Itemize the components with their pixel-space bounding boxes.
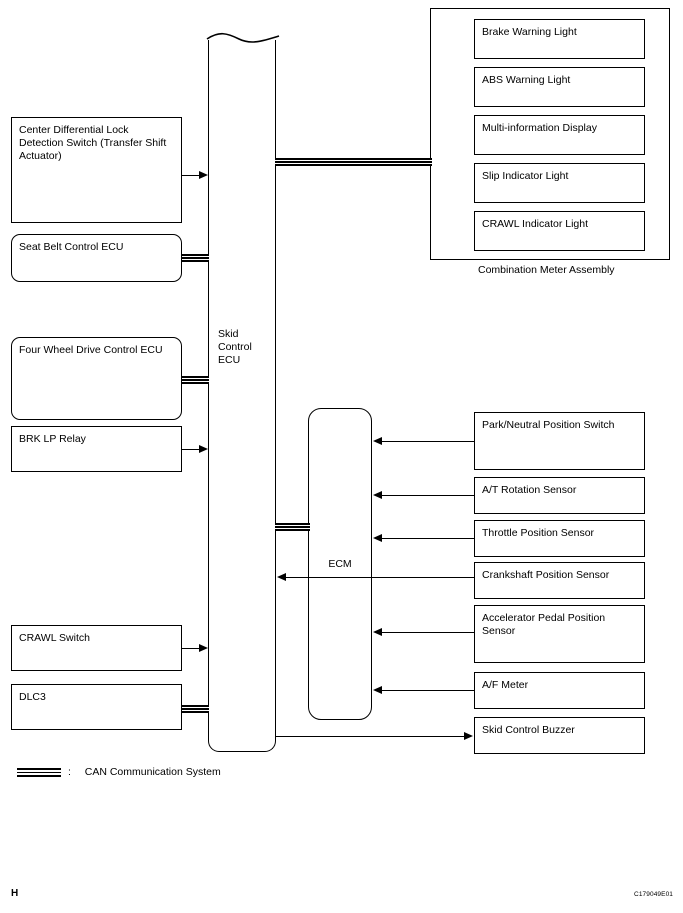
node-accelerator-pedal-position-sensor[interactable]: Accelerator Pedal Position Sensor (474, 605, 645, 663)
node-label: Multi-information Display (482, 122, 597, 134)
wire-throttle-position-sensor-to-ecm (382, 538, 474, 540)
page-marker: H (11, 888, 19, 899)
node-four-wheel-drive-control-ecu[interactable]: Four Wheel Drive Control ECU (11, 337, 182, 420)
wire-crawl-switch-to-skid-ecu (182, 648, 200, 650)
node-label: DLC3 (19, 691, 46, 703)
arrowhead-at-rotation-sensor (373, 490, 382, 499)
node-label: Accelerator Pedal Position Sensor (482, 612, 606, 637)
node-label: Center Differential Lock Detection Switc… (19, 124, 167, 162)
node-crawl-indicator-light[interactable]: CRAWL Indicator Light (474, 211, 645, 251)
node-label: CRAWL Switch (19, 632, 90, 644)
ecm-label: ECM (328, 558, 352, 570)
node-label: CRAWL Indicator Light (482, 218, 589, 230)
node-park-neutral-position-switch[interactable]: Park/Neutral Position Switch (474, 412, 645, 470)
arrowhead-skid-control-buzzer (464, 731, 473, 740)
node-at-rotation-sensor[interactable]: A/T Rotation Sensor (474, 477, 645, 514)
combination-meter-assembly-caption: Combination Meter Assembly (478, 264, 615, 276)
node-crawl-switch[interactable]: CRAWL Switch (11, 625, 182, 671)
skid-control-ecu-label-line2: Control (218, 341, 252, 353)
node-label: BRK LP Relay (19, 433, 86, 445)
node-label: Throttle Position Sensor (482, 527, 595, 539)
node-label: A/T Rotation Sensor (482, 484, 577, 496)
wire-at-rotation-sensor-to-ecm (382, 495, 474, 497)
node-brake-warning-light[interactable]: Brake Warning Light (474, 19, 645, 59)
node-label: ABS Warning Light (482, 74, 571, 86)
wire-af-meter-to-ecm (382, 690, 474, 692)
arrowhead-park-neutral-position-switch (373, 436, 382, 445)
can-bus-seat-belt-control-ecu (182, 254, 209, 262)
arrowhead-center-diff-lock (199, 170, 208, 179)
arrowhead-crawl-switch (199, 643, 208, 652)
can-bus-dlc3 (182, 705, 209, 713)
node-seat-belt-control-ecu[interactable]: Seat Belt Control ECU (11, 234, 182, 282)
node-multi-information-display[interactable]: Multi-information Display (474, 115, 645, 155)
arrowhead-crankshaft-position-sensor (277, 572, 286, 581)
wire-skid-ecu-to-skid-control-buzzer (276, 736, 465, 738)
can-bus-legend-symbol-icon (17, 768, 61, 777)
arrowhead-accelerator-pedal-position-sensor (373, 627, 382, 636)
node-brk-lp-relay[interactable]: BRK LP Relay (11, 426, 182, 472)
wire-park-neutral-position-switch-to-ecm (382, 441, 474, 443)
node-label: Seat Belt Control ECU (19, 241, 124, 253)
node-label: A/F Meter (482, 679, 529, 691)
node-crankshaft-position-sensor[interactable]: Crankshaft Position Sensor (474, 562, 645, 599)
skid-control-ecu-broken-top-edge (206, 32, 280, 43)
node-dlc3[interactable]: DLC3 (11, 684, 182, 730)
figure-code: C179049E01 (634, 891, 673, 898)
legend-text-row: : CAN Communication System (68, 766, 221, 778)
node-label: Skid Control Buzzer (482, 724, 575, 736)
can-bus-skid-ecu-to-ecm (275, 523, 310, 531)
arrowhead-throttle-position-sensor (373, 533, 382, 542)
skid-control-ecu-block[interactable] (208, 40, 276, 752)
node-slip-indicator-light[interactable]: Slip Indicator Light (474, 163, 645, 203)
ecm-block[interactable]: ECM (308, 408, 372, 720)
node-label: Slip Indicator Light (482, 170, 569, 182)
wire-accelerator-pedal-position-sensor-to-ecm (382, 632, 474, 634)
node-label: Crankshaft Position Sensor (482, 569, 610, 581)
arrowhead-brk-lp-relay (199, 444, 208, 453)
wire-brk-lp-relay-to-skid-ecu (182, 449, 200, 451)
node-abs-warning-light[interactable]: ABS Warning Light (474, 67, 645, 107)
skid-control-ecu-label: Skid Control ECU (218, 328, 252, 367)
legend-label: CAN Communication System (84, 766, 221, 778)
legend-separator: : (68, 766, 71, 778)
skid-control-ecu-label-line1: Skid (218, 328, 239, 340)
node-skid-control-buzzer[interactable]: Skid Control Buzzer (474, 717, 645, 754)
node-throttle-position-sensor[interactable]: Throttle Position Sensor (474, 520, 645, 557)
can-bus-four-wheel-drive-control-ecu (182, 376, 209, 384)
can-bus-skid-ecu-to-combination-meter (275, 158, 432, 166)
node-label: Four Wheel Drive Control ECU (19, 344, 163, 356)
node-label: Brake Warning Light (482, 26, 577, 38)
node-af-meter[interactable]: A/F Meter (474, 672, 645, 709)
arrowhead-af-meter (373, 685, 382, 694)
node-center-differential-lock-detection-switch[interactable]: Center Differential Lock Detection Switc… (11, 117, 182, 223)
wire-center-diff-lock-to-skid-ecu (182, 175, 200, 177)
skid-control-ecu-label-line3: ECU (218, 354, 241, 366)
node-label: Park/Neutral Position Switch (482, 419, 615, 431)
wire-crankshaft-position-sensor-to-skid-ecu (286, 577, 474, 579)
